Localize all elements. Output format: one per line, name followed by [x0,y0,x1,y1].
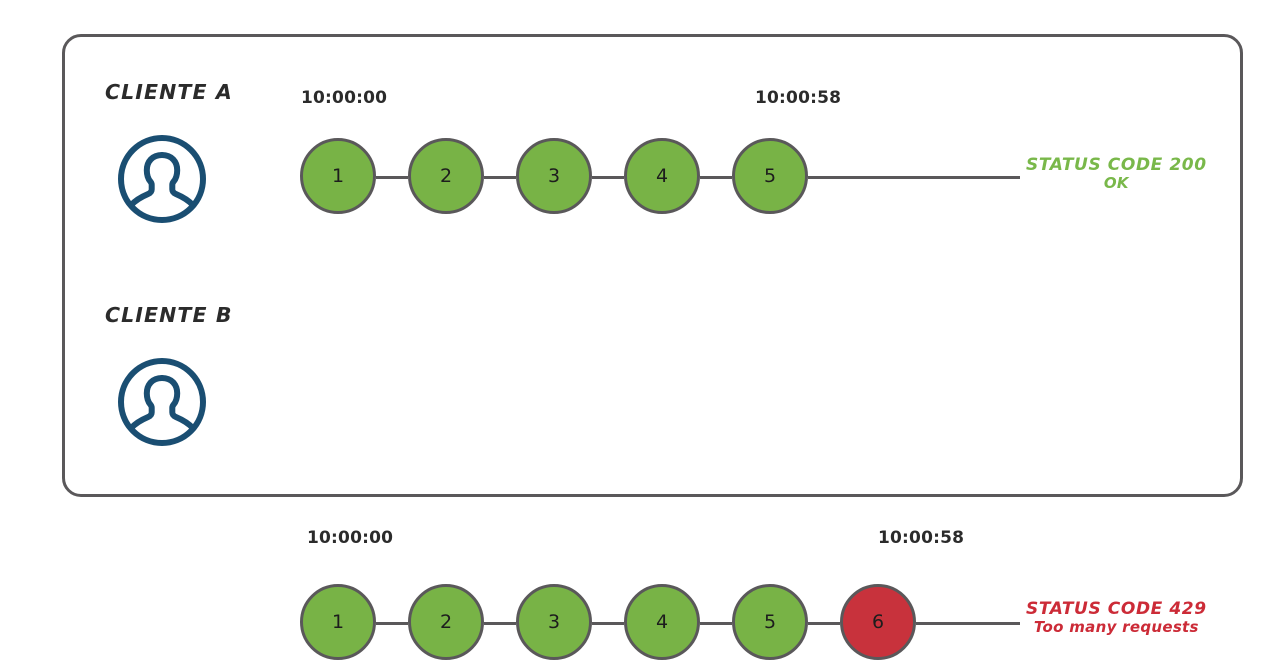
connector [808,622,840,625]
request-node[interactable]: 4 [624,138,700,214]
connector [484,176,516,179]
user-avatar-icon [116,356,208,448]
connector [592,622,624,625]
request-node[interactable]: 1 [300,138,376,214]
connector [484,622,516,625]
client-label-b: CLIENTE B [105,303,233,327]
diagram-canvas: CLIENTE A 10:00:00 10:00:58 1 2 3 4 5 ST… [62,34,1243,660]
connector [592,176,624,179]
request-node[interactable]: 4 [624,584,700,660]
status-badge-b: STATUS CODE 429 Too many requests [1026,599,1207,637]
request-node[interactable]: 5 [732,584,808,660]
status-description-b: Too many requests [1033,618,1199,637]
timestamp-start-b: 10:00:00 [307,528,394,548]
connector-to-status [808,176,1020,179]
connector [376,176,408,179]
timestamp-end-b: 10:00:58 [878,528,965,548]
request-node[interactable]: 3 [516,138,592,214]
connector [700,622,732,625]
request-node-rejected[interactable]: 6 [840,584,916,660]
request-node[interactable]: 2 [408,138,484,214]
status-badge-a: STATUS CODE 200 OK [1026,155,1207,193]
user-avatar-icon [116,133,208,225]
timestamp-start-a: 10:00:00 [301,88,388,108]
connector-to-status [916,622,1020,625]
connector [700,176,732,179]
request-node[interactable]: 2 [408,584,484,660]
connector [376,622,408,625]
request-node[interactable]: 1 [300,584,376,660]
status-code-a: STATUS CODE 200 [1026,155,1207,175]
client-label-a: CLIENTE A [105,80,233,104]
status-code-b: STATUS CODE 429 [1026,599,1207,619]
timestamp-end-a: 10:00:58 [755,88,842,108]
request-node[interactable]: 3 [516,584,592,660]
diagram-frame [62,34,1243,497]
status-description-a: OK [1103,174,1129,193]
request-node[interactable]: 5 [732,138,808,214]
